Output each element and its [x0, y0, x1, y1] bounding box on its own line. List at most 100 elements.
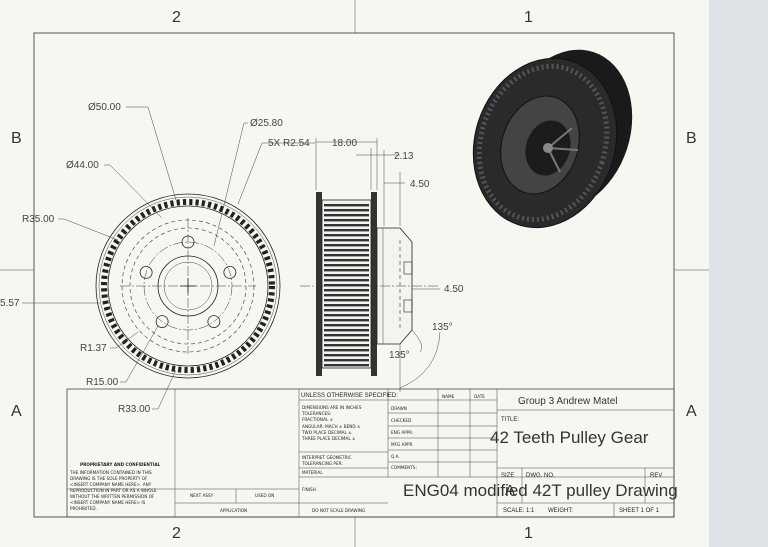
- pulley-rib: [324, 254, 369, 257]
- dim-d25-8[interactable]: Ø25.80: [250, 118, 283, 129]
- tb-row-qa: Q.A.: [391, 454, 400, 459]
- side-view-dim-lines: [315, 138, 441, 392]
- tb-used-on: USED ON: [255, 493, 274, 498]
- pulley-rib: [324, 314, 369, 317]
- svg-text:DIMENSIONS ARE IN INCHES: DIMENSIONS ARE IN INCHES: [302, 405, 362, 410]
- tb-scale: SCALE: 1:1: [503, 508, 535, 514]
- zone-label-left-a: A: [11, 403, 22, 420]
- tb-date-col: DATE: [474, 394, 485, 399]
- tb-sheet: SHEET 1 OF 1: [619, 508, 660, 514]
- tb-size-value: A: [505, 482, 515, 499]
- tb-row-drawn: DRAWN: [391, 406, 407, 411]
- front-view[interactable]: [95, 193, 281, 379]
- pulley-rib: [324, 294, 369, 297]
- zone-label-right-b: B: [686, 130, 697, 147]
- pulley-rib: [324, 364, 369, 367]
- dim-d50[interactable]: Ø50.00: [88, 102, 121, 113]
- tb-do-not-scale: DO NOT SCALE DRAWING: [312, 508, 365, 513]
- svg-text:<INSERT COMPANY NAME HERE> IS: <INSERT COMPANY NAME HERE> IS: [70, 500, 146, 505]
- pulley-rib: [324, 319, 369, 322]
- svg-text:REPRODUCTION IN PART OR AS A W: REPRODUCTION IN PART OR AS A WHOLE: [70, 488, 157, 493]
- dim-left-cut[interactable]: 5.57: [0, 298, 20, 309]
- pulley-rib: [324, 309, 369, 312]
- zone-label-left-b: B: [11, 130, 22, 147]
- svg-text:WITHOUT THE WRITTEN PERMISSION: WITHOUT THE WRITTEN PERMISSION OF: [70, 494, 155, 499]
- pulley-rib: [324, 204, 369, 207]
- pulley-rib: [324, 214, 369, 217]
- title-block[interactable]: UNLESS OTHERWISE SPECIFIED: DIMENSIONS A…: [66, 388, 678, 518]
- tb-prop-header: PROPRIETARY AND CONFIDENTIAL: [80, 462, 161, 467]
- side-view[interactable]: [300, 192, 440, 376]
- svg-text:TWO PLACE DECIMAL ±: TWO PLACE DECIMAL ±: [301, 430, 352, 435]
- tb-dims-note: DIMENSIONS ARE IN INCHES TOLERANCES: FRA…: [301, 405, 362, 441]
- tb-dwg-label: DWG. NO.: [526, 473, 555, 479]
- svg-text:TOLERANCES:: TOLERANCES:: [301, 411, 331, 416]
- dim-holes[interactable]: 5X R2.54: [268, 138, 310, 149]
- tb-title[interactable]: 42 Teeth Pulley Gear: [490, 428, 649, 447]
- tb-dwg-value[interactable]: ENG04 modified 42T pulley Drawing: [403, 481, 678, 500]
- pulley-rib: [324, 264, 369, 267]
- dim-r33[interactable]: R33.00: [118, 404, 151, 415]
- zone-label-right-a: A: [686, 403, 697, 420]
- dim-angle-135-b[interactable]: 135°: [389, 350, 410, 361]
- pulley-rib: [324, 344, 369, 347]
- tb-row-comments: COMMENTS:: [391, 465, 417, 470]
- dim-r15[interactable]: R15.00: [86, 377, 119, 388]
- pulley-rib: [324, 224, 369, 227]
- pulley-rib: [324, 244, 369, 247]
- zone-ticks: [0, 0, 709, 547]
- tb-row-checked: CHECKED: [391, 418, 411, 423]
- svg-text:THREE PLACE DECIMAL ±: THREE PLACE DECIMAL ±: [301, 436, 356, 441]
- dim-w18[interactable]: 18.00: [332, 138, 357, 149]
- dim-r1-37[interactable]: R1.37: [80, 343, 107, 354]
- tb-company: Group 3 Andrew Matel: [518, 396, 618, 407]
- dim-w2-13[interactable]: 2.13: [394, 151, 414, 162]
- dim-angle-135-a[interactable]: 135°: [432, 322, 453, 333]
- tb-name-col: NAME: [442, 394, 455, 399]
- svg-text:FRACTIONAL ±: FRACTIONAL ±: [302, 417, 334, 422]
- tb-title-label: TITLE:: [501, 417, 519, 423]
- dim-w4-50-mid[interactable]: 4.50: [444, 284, 464, 295]
- tb-size-label: SIZE: [501, 473, 514, 479]
- pulley-rib: [324, 329, 369, 332]
- dim-w4-50-top[interactable]: 4.50: [410, 179, 430, 190]
- dim-r35[interactable]: R35.00: [22, 214, 55, 225]
- tb-weight: WEIGHT:: [548, 508, 573, 514]
- front-view-leaders: [22, 106, 315, 410]
- bolt-hole: [223, 266, 237, 279]
- pulley-rib: [324, 354, 369, 357]
- svg-text:PROHIBITED.: PROHIBITED.: [70, 506, 97, 511]
- pulley-rib: [324, 334, 369, 337]
- svg-text:THE INFORMATION CONTAINED IN T: THE INFORMATION CONTAINED IN THIS: [69, 470, 152, 475]
- tb-finish: FINISH: [302, 487, 316, 492]
- pulley-rib: [324, 209, 369, 212]
- pulley-rib: [324, 339, 369, 342]
- zone-label-bottom-2: 2: [172, 525, 181, 542]
- bolt-hole: [139, 266, 153, 279]
- zone-label-bottom-1: 1: [524, 525, 533, 542]
- tb-row-eng: ENG APPR.: [391, 430, 413, 435]
- isometric-view[interactable]: [452, 33, 652, 247]
- tb-unless-header: UNLESS OTHERWISE SPECIFIED:: [301, 393, 398, 399]
- pulley-rib: [324, 249, 369, 252]
- dim-d44[interactable]: Ø44.00: [66, 160, 99, 171]
- tb-application: APPLICATION: [220, 508, 247, 513]
- tb-material: MATERIAL: [302, 470, 323, 475]
- pulley-rib: [324, 274, 369, 277]
- tb-interpret-1: INTERPRET GEOMETRIC: [302, 455, 352, 460]
- pulley-rib: [324, 219, 369, 222]
- tb-prop-body: THE INFORMATION CONTAINED IN THIS DRAWIN…: [69, 470, 157, 511]
- pulley-rib: [324, 324, 369, 327]
- zone-label-top-1: 1: [524, 9, 533, 26]
- bolt-hole: [207, 315, 221, 328]
- pulley-rib: [324, 349, 369, 352]
- tb-row-mfg: MFG APPR.: [391, 442, 414, 447]
- bolt-hole: [155, 315, 169, 328]
- pulley-rib: [324, 259, 369, 262]
- tb-interpret-2: TOLERANCING PER:: [301, 461, 343, 466]
- tb-rev-label: REV: [650, 473, 662, 479]
- pulley-rib: [324, 234, 369, 237]
- pulley-rib: [324, 229, 369, 232]
- pulley-rib: [324, 284, 369, 287]
